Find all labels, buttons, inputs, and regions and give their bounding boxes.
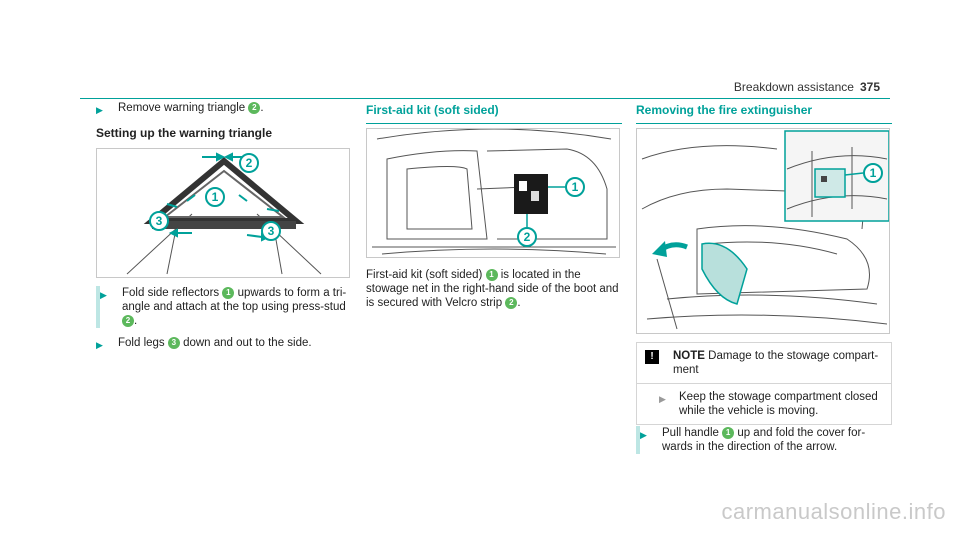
warning-triangle-illustration [126, 152, 322, 275]
ref-number: 1 [485, 268, 498, 281]
note-box: ! NOTE Damage to the stowage compart-men… [636, 342, 892, 425]
ref-number: 1 [222, 286, 235, 299]
warning-icon: ! [645, 350, 659, 364]
arrow-bullet-icon: ▶ [640, 430, 647, 440]
subheading-setup-triangle: Setting up the warning triangle [96, 126, 273, 140]
callout-1: 1 [205, 187, 225, 207]
section-name: Breakdown assistance [733, 80, 854, 94]
step-fold-legs: ▶ Fold legs 3 down and out to the side. [96, 336, 312, 350]
note-header: ! NOTE Damage to the stowage compart-men… [637, 343, 891, 383]
first-aid-description: First-aid kit (soft sided) 1 is located … [366, 268, 619, 309]
figure-fire-extinguisher: 1 [636, 128, 890, 334]
arrow-bullet-icon: ▶ [100, 290, 107, 300]
arrow-bullet-icon: ▶ [659, 394, 666, 404]
note-label: NOTE [673, 350, 705, 362]
ref-number: 3 [167, 336, 180, 349]
step-pull-handle: ▶ Pull handle 1 up and fold the cover fo… [636, 426, 892, 454]
callout-2: 2 [239, 153, 259, 173]
arrow-bullet-icon: ▶ [96, 105, 103, 115]
arrow-bullet-icon: ▶ [96, 340, 103, 350]
note-text: Damage to the stowage compart-ment [673, 350, 879, 376]
section-title-first-aid: First-aid kit (soft sided) [366, 103, 622, 124]
ref-number: 2 [505, 296, 518, 309]
callout-1: 1 [565, 177, 585, 197]
note-action: ▶ Keep the stowage compartment closed wh… [637, 383, 891, 424]
page-number: 375 [859, 80, 880, 94]
callout-2: 2 [517, 227, 537, 247]
step-text: Remove warning triangle [118, 102, 246, 114]
step-remove-triangle: ▶ Remove warning triangle 2. [96, 101, 264, 115]
header-rule [80, 98, 890, 99]
callout-3-right: 3 [261, 221, 281, 241]
callout-1: 1 [863, 163, 883, 183]
figure-warning-triangle: 2 1 3 3 [96, 148, 350, 278]
figure-first-aid-kit: 1 2 [366, 128, 620, 258]
watermark: carmanualsonline.info [721, 499, 946, 524]
running-header: Breakdown assistance 375 [734, 80, 880, 94]
section-title-fire-extinguisher: Removing the fire extinguisher [636, 103, 892, 124]
ref-number: 1 [722, 426, 735, 439]
callout-3-left: 3 [149, 211, 169, 231]
ref-number: 2 [122, 314, 134, 327]
boot-illustration [372, 129, 616, 255]
note-action-text: Keep the stowage compartment closed whil… [679, 391, 878, 417]
stowage-illustration [641, 130, 889, 330]
step-fold-reflectors: ▶ Fold side reflectors 1 upwards to form… [96, 286, 352, 328]
ref-number: 2 [248, 101, 261, 114]
